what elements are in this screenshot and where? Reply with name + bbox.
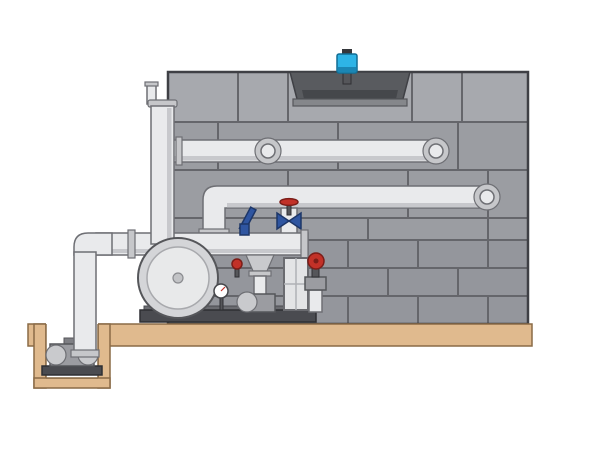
hatch-shadow bbox=[302, 90, 398, 99]
vessel-hub bbox=[172, 272, 184, 284]
upper-pipe-coupling-hub bbox=[260, 143, 276, 159]
gauge-stem bbox=[219, 296, 224, 311]
frame-braces bbox=[284, 258, 308, 310]
header-flange bbox=[127, 229, 136, 259]
pressure-gauge bbox=[213, 283, 229, 311]
middle-distribution-pipe bbox=[198, 183, 501, 236]
hatch-rim bbox=[292, 98, 408, 107]
valve-body bbox=[304, 276, 327, 291]
pit-down-pipe bbox=[73, 251, 97, 357]
header-end-flange bbox=[300, 229, 309, 259]
sump-pump-end-left bbox=[45, 344, 67, 366]
pump-volute bbox=[236, 291, 258, 313]
butterfly-body bbox=[239, 223, 250, 236]
sump-pump-base bbox=[41, 365, 103, 376]
upper-pipe-end-hub bbox=[428, 143, 444, 159]
upper-pipe-left-flange bbox=[175, 136, 183, 166]
booster-pump bbox=[236, 254, 276, 313]
gate-valve-body-left bbox=[276, 211, 291, 231]
upper-distribution-pipe bbox=[162, 136, 450, 166]
drain-valve-handwheel bbox=[231, 258, 243, 270]
drain-valve bbox=[231, 258, 243, 278]
valve-down-pipe bbox=[308, 289, 323, 313]
riser-pipe bbox=[144, 81, 178, 245]
middle-pipe-end-hub bbox=[479, 189, 495, 205]
access-hatch bbox=[289, 71, 411, 107]
handwheel-valve bbox=[304, 252, 327, 313]
gate-valve-body-right bbox=[287, 211, 302, 231]
valve-handwheel-hub bbox=[313, 258, 319, 264]
sump-drop-pipe bbox=[276, 197, 302, 236]
butterfly-valve bbox=[238, 206, 257, 236]
separator-vessel bbox=[137, 237, 219, 319]
down-pipe-flange bbox=[70, 349, 100, 358]
sensor-band bbox=[338, 67, 356, 72]
gate-valve-handwheel bbox=[279, 197, 299, 207]
sensor-knob bbox=[342, 49, 352, 55]
riser-shading bbox=[167, 108, 172, 242]
pump-skid bbox=[137, 237, 327, 323]
vent-cap bbox=[144, 81, 159, 87]
header-elbow bbox=[73, 232, 113, 256]
upper-pipe-shading bbox=[165, 156, 431, 161]
level-sensor bbox=[336, 49, 358, 85]
middle-pipe-run bbox=[202, 185, 487, 236]
pit-bottom-wall bbox=[33, 377, 111, 389]
gauge-needle bbox=[220, 286, 226, 292]
slab bbox=[27, 323, 533, 347]
middle-pipe-shading bbox=[227, 203, 484, 208]
sensor-stem bbox=[342, 71, 352, 85]
